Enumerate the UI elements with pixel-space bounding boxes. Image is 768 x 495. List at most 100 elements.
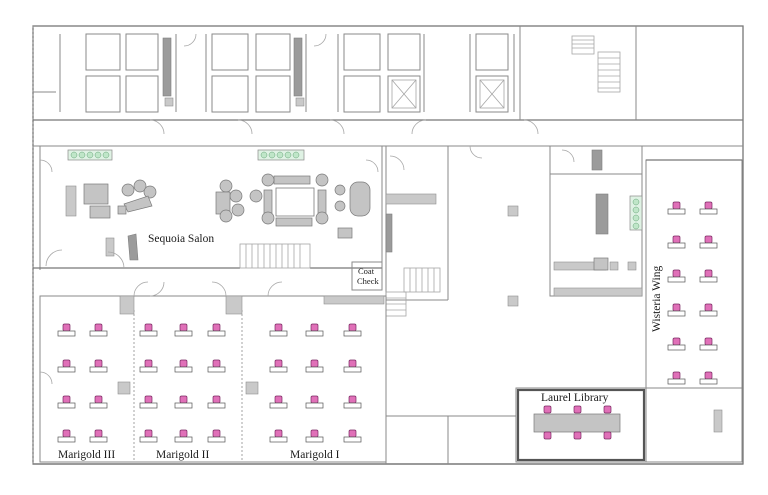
chair-icon xyxy=(62,359,71,368)
desk-icon xyxy=(57,330,76,337)
desk-icon xyxy=(343,366,362,373)
coat-check: Coat Check xyxy=(351,261,383,291)
chair-icon xyxy=(144,359,153,368)
room-label-laurel-library: Laurel Library xyxy=(541,392,609,404)
desk-icon xyxy=(699,242,718,249)
chair-icon xyxy=(212,359,221,368)
chair-icon xyxy=(603,405,612,414)
library-chairs xyxy=(543,405,612,440)
stairs-icon xyxy=(239,243,311,269)
desk-with-chair xyxy=(139,429,158,443)
chair-icon xyxy=(179,323,188,332)
chair-icon xyxy=(672,235,681,244)
desk-with-chair xyxy=(57,429,76,443)
desk-icon xyxy=(667,378,686,385)
sequoia-salon: Sequoia Salon xyxy=(33,146,383,270)
desk-with-chair xyxy=(269,359,288,373)
desk-icon xyxy=(174,330,193,337)
desk-with-chair xyxy=(89,429,108,443)
desk-with-chair xyxy=(139,395,158,409)
desk-icon xyxy=(305,366,324,373)
chair-icon xyxy=(573,405,582,414)
service-block xyxy=(33,26,743,147)
planter-icon xyxy=(67,149,113,161)
desk-with-chair xyxy=(139,359,158,373)
classroom-desks xyxy=(57,323,362,443)
desk-with-chair xyxy=(305,429,324,443)
chair-icon xyxy=(94,395,103,404)
chair-icon xyxy=(179,359,188,368)
desk-with-chair xyxy=(305,323,324,337)
desk-with-chair xyxy=(57,395,76,409)
desk-icon xyxy=(139,330,158,337)
chair-icon xyxy=(212,395,221,404)
desk-icon xyxy=(343,436,362,443)
desk-with-chair xyxy=(667,201,686,215)
chair-icon xyxy=(348,429,357,438)
desk-icon xyxy=(139,402,158,409)
desk-icon xyxy=(57,366,76,373)
chair-icon xyxy=(274,429,283,438)
desk-with-chair xyxy=(699,201,718,215)
chair-icon xyxy=(310,395,319,404)
desk-with-chair xyxy=(667,337,686,351)
wisteria-desks xyxy=(667,201,718,385)
desk-with-chair xyxy=(139,323,158,337)
chair-icon xyxy=(274,359,283,368)
desk-with-chair xyxy=(207,323,226,337)
shaft-icon xyxy=(479,79,505,109)
desk-with-chair xyxy=(174,359,193,373)
lounge-seating-icon xyxy=(65,179,157,219)
desk-icon xyxy=(699,310,718,317)
chair-icon xyxy=(274,395,283,404)
desk-with-chair xyxy=(343,429,362,443)
desk-icon xyxy=(699,208,718,215)
desk-with-chair xyxy=(699,303,718,317)
chair-icon xyxy=(144,323,153,332)
desk-with-chair xyxy=(667,235,686,249)
desk-icon xyxy=(699,378,718,385)
desk-icon xyxy=(269,330,288,337)
desk-icon xyxy=(89,402,108,409)
chair-icon xyxy=(310,323,319,332)
desk-with-chair xyxy=(699,337,718,351)
desk-with-chair xyxy=(305,395,324,409)
wisteria-wing: Wisteria Wing xyxy=(645,159,743,389)
desk-with-chair xyxy=(174,429,193,443)
planter-icon xyxy=(629,195,643,231)
room-label-coat-check: Coat xyxy=(358,266,375,276)
chair-icon xyxy=(348,395,357,404)
service-room xyxy=(549,145,643,297)
chair-icon xyxy=(543,405,552,414)
desk-icon xyxy=(699,344,718,351)
chair-icon xyxy=(144,429,153,438)
chair-icon xyxy=(310,429,319,438)
desk-icon xyxy=(343,402,362,409)
desk-with-chair xyxy=(343,395,362,409)
desk-with-chair xyxy=(343,323,362,337)
room-label-sequoia-salon: Sequoia Salon xyxy=(148,233,214,245)
chair-icon xyxy=(704,235,713,244)
outer-walls xyxy=(32,25,744,465)
desk-with-chair xyxy=(89,323,108,337)
desk-with-chair xyxy=(57,323,76,337)
room-label-coat-check-2: Check xyxy=(357,276,379,286)
lounge-seating-icon xyxy=(215,173,371,227)
desk-with-chair xyxy=(667,371,686,385)
desk-with-chair xyxy=(699,269,718,283)
chair-icon xyxy=(704,303,713,312)
chair-icon xyxy=(672,269,681,278)
chair-icon xyxy=(348,359,357,368)
room-label-marigold-2: Marigold II xyxy=(156,449,210,461)
desk-with-chair xyxy=(89,395,108,409)
desk-with-chair xyxy=(343,359,362,373)
chair-icon xyxy=(672,303,681,312)
chair-icon xyxy=(62,395,71,404)
chair-icon xyxy=(543,431,552,440)
desk-with-chair xyxy=(174,395,193,409)
chair-icon xyxy=(94,429,103,438)
desk-icon xyxy=(207,402,226,409)
chair-icon xyxy=(672,337,681,346)
chair-icon xyxy=(704,269,713,278)
